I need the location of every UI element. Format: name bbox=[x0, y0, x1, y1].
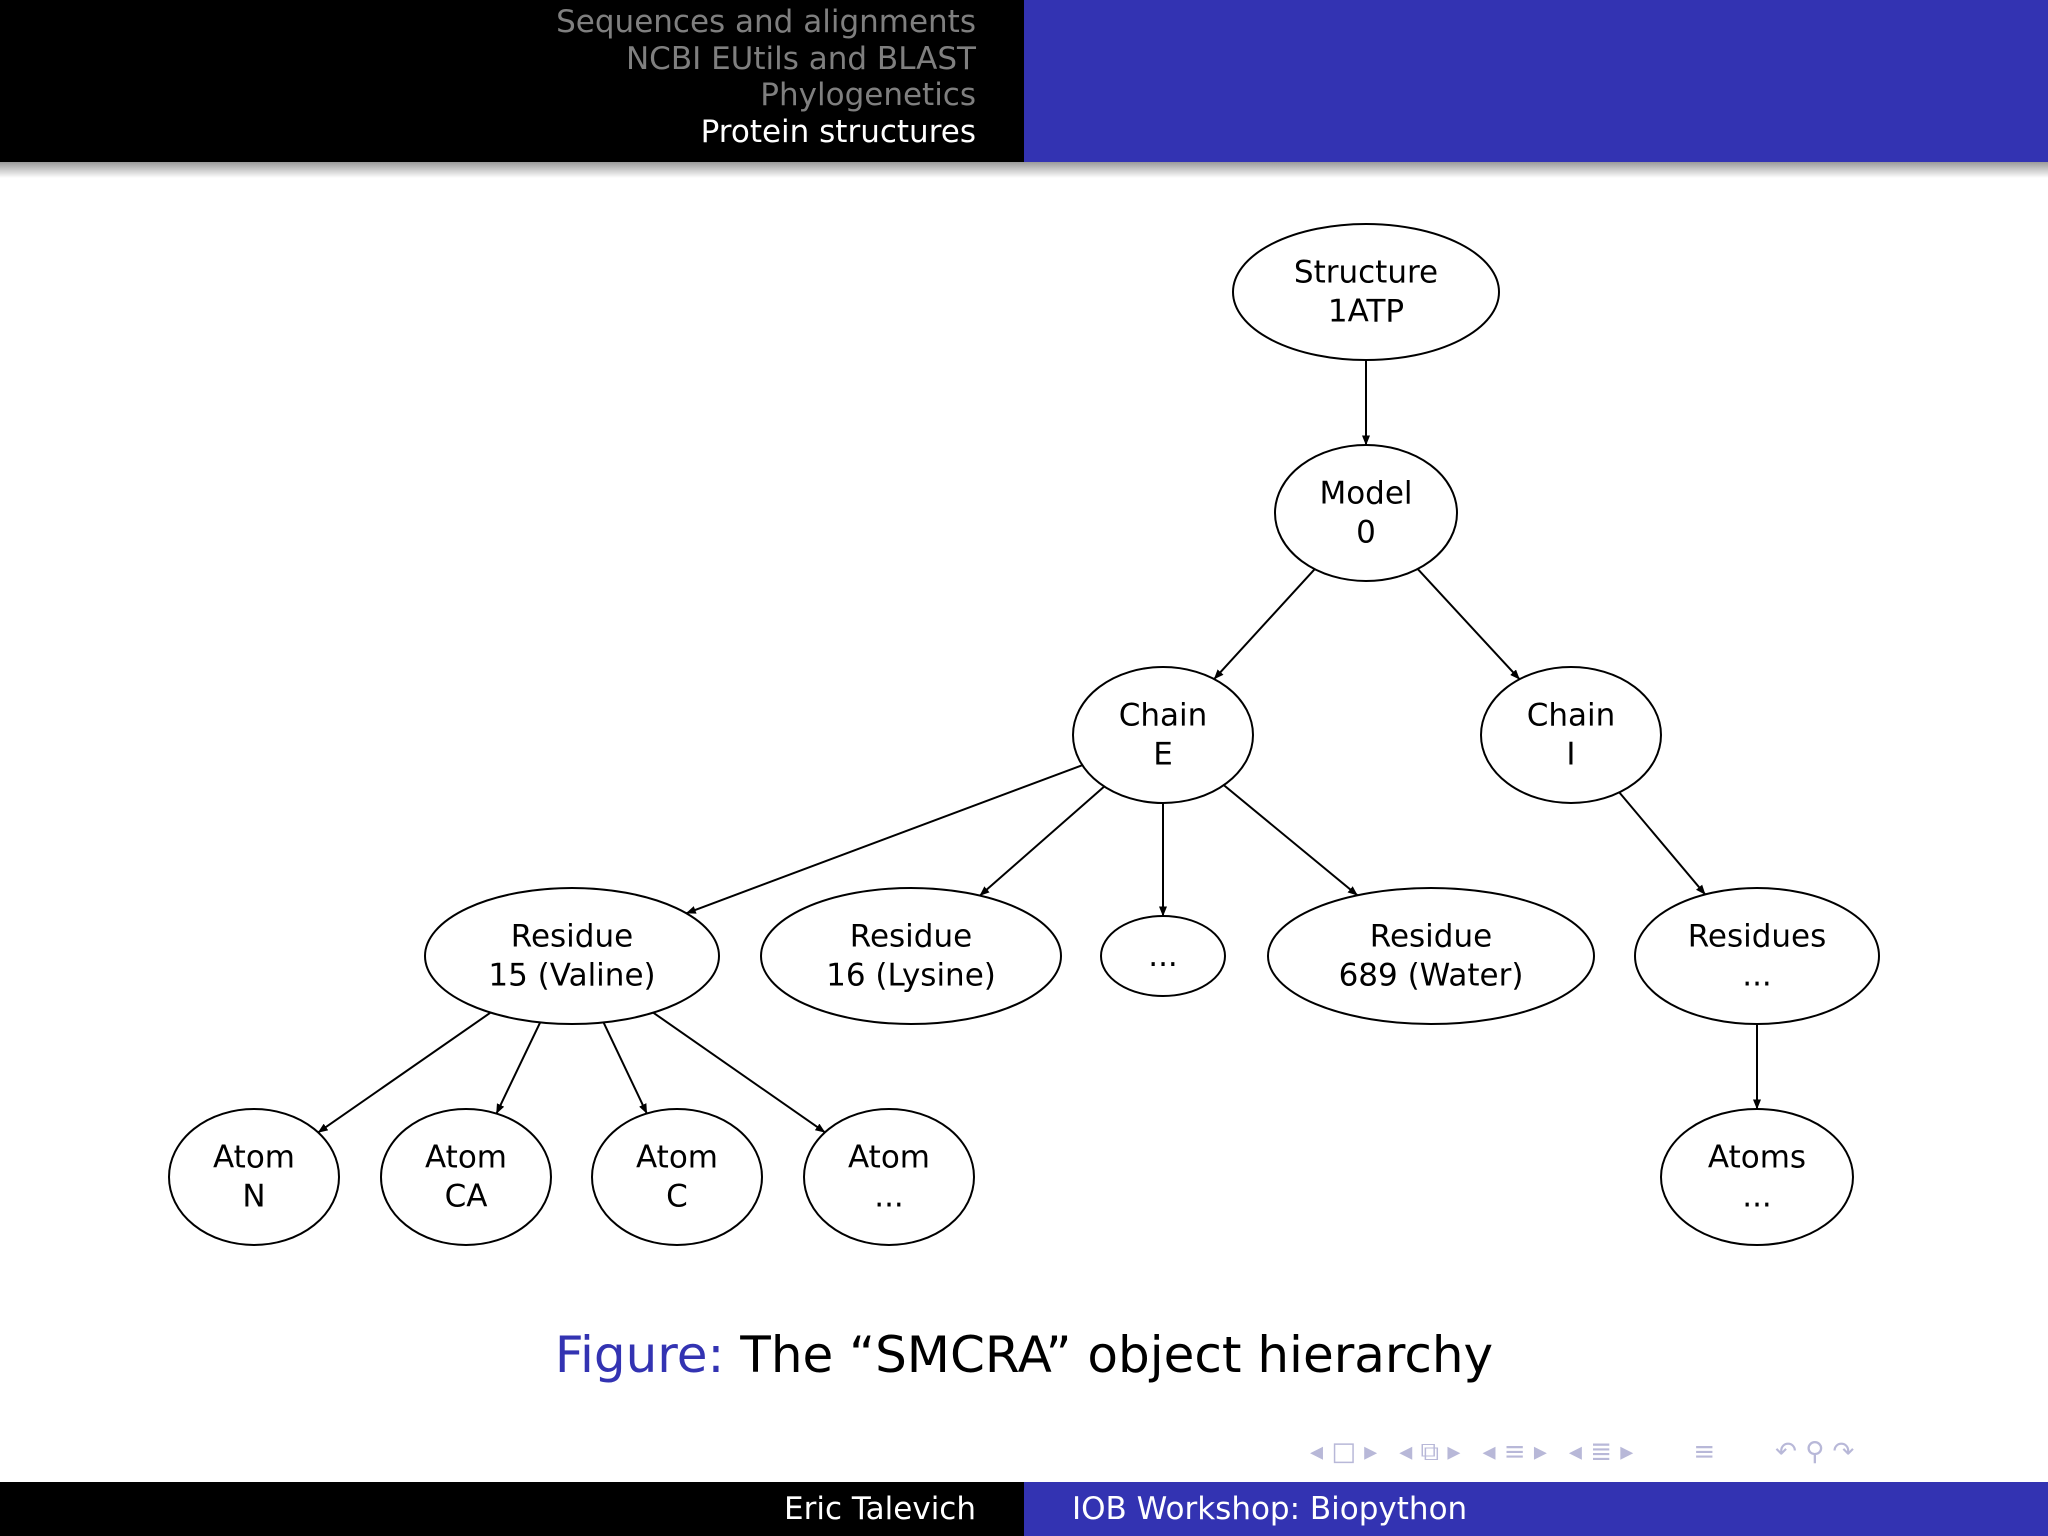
node-label-line: 689 (Water) bbox=[1339, 958, 1524, 994]
caption-text: The “SMCRA” object hierarchy bbox=[740, 1326, 1494, 1384]
node-label-line: Residues bbox=[1688, 919, 1827, 955]
next-slide-icon[interactable]: ▸ bbox=[1620, 1437, 1634, 1467]
prev-frame-icon[interactable]: ◂ bbox=[1310, 1437, 1324, 1467]
node-label-line: Residue bbox=[1370, 919, 1492, 955]
edge-model-to-chain_e bbox=[1213, 568, 1316, 680]
node-ellipse bbox=[1480, 666, 1662, 804]
node-ellipse bbox=[1274, 444, 1458, 582]
node-label-line: Atom bbox=[425, 1140, 507, 1176]
prev-subsection-icon[interactable]: ◂ bbox=[1399, 1437, 1413, 1467]
section-link-phylogenetics[interactable]: Phylogenetics bbox=[760, 77, 976, 113]
node-ellipse bbox=[1634, 887, 1880, 1025]
node-label-line: Model bbox=[1319, 476, 1412, 512]
back-icon[interactable]: ↶ bbox=[1775, 1437, 1797, 1467]
prev-slide-icon[interactable]: ◂ bbox=[1568, 1437, 1582, 1467]
forward-icon[interactable]: ↷ bbox=[1832, 1437, 1855, 1467]
node-label-line: Residue bbox=[850, 919, 972, 955]
node-label-line: Atom bbox=[636, 1140, 718, 1176]
node-ellipse bbox=[760, 887, 1062, 1025]
edge-model-to-chain_i bbox=[1416, 568, 1521, 680]
edge-residue_15-to-atom_ca bbox=[495, 1021, 542, 1114]
node-label-line: ... bbox=[1148, 938, 1178, 974]
node-ellipse bbox=[168, 1108, 340, 1246]
node-atoms: Atoms... bbox=[1660, 1108, 1854, 1246]
next-frame-icon[interactable]: ▸ bbox=[1364, 1437, 1378, 1467]
search-icon[interactable]: ⚲ bbox=[1796, 1437, 1833, 1467]
node-label-line: C bbox=[666, 1179, 688, 1215]
node-ellipse bbox=[1267, 887, 1595, 1025]
node-ellipse bbox=[1660, 1108, 1854, 1246]
edges-layer bbox=[317, 360, 1761, 1134]
node-label-line: ... bbox=[874, 1179, 904, 1215]
node-label-line: Residue bbox=[511, 919, 633, 955]
node-atom-more: Atom... bbox=[803, 1108, 975, 1246]
nodes-layer: Structure1ATPModel0ChainEChainIResidue15… bbox=[168, 223, 1880, 1246]
figure-caption: Figure: The “SMCRA” object hierarchy bbox=[0, 1320, 2048, 1390]
node-label-line: Atom bbox=[848, 1140, 930, 1176]
node-label-line: Atoms bbox=[1708, 1140, 1806, 1176]
section-link-ncbi[interactable]: NCBI EUtils and BLAST bbox=[625, 40, 976, 77]
node-label-line: Structure bbox=[1294, 255, 1438, 291]
footer-title: IOB Workshop: Biopython bbox=[1024, 1482, 2048, 1536]
edge-residue_15-to-atom_more bbox=[652, 1011, 826, 1134]
node-label-line: E bbox=[1153, 737, 1173, 773]
edge-chain_e-to-residue_689 bbox=[1223, 784, 1359, 897]
footer-author: Eric Talevich bbox=[0, 1482, 1024, 1536]
node-ellipse bbox=[803, 1108, 975, 1246]
node-label-line: ... bbox=[1742, 958, 1772, 994]
node-residues: Residues... bbox=[1634, 887, 1880, 1025]
prev-section-icon[interactable]: ◂ bbox=[1482, 1437, 1496, 1467]
frame-icon[interactable]: □ bbox=[1323, 1437, 1365, 1467]
section-navigation: Sequences and alignments NCBI EUtils and… bbox=[0, 0, 1024, 162]
node-label-line: 16 (Lysine) bbox=[826, 958, 996, 994]
node-label-line: N bbox=[242, 1179, 265, 1215]
node-label-line: I bbox=[1566, 737, 1575, 773]
next-section-icon[interactable]: ▸ bbox=[1533, 1437, 1547, 1467]
header-bar: Sequences and alignments NCBI EUtils and… bbox=[0, 0, 2048, 162]
footer-bar: Eric Talevich IOB Workshop: Biopython bbox=[0, 1482, 2048, 1536]
node-label-line: Chain bbox=[1527, 698, 1616, 734]
node-ellipse bbox=[1232, 223, 1500, 361]
node-label-line: ... bbox=[1742, 1179, 1772, 1215]
caption-label: Figure: bbox=[554, 1326, 725, 1384]
section-icon[interactable]: ≡ bbox=[1495, 1437, 1534, 1467]
section-link-sequences[interactable]: Sequences and alignments bbox=[556, 4, 976, 40]
node-ellipse bbox=[1072, 666, 1254, 804]
next-subsection-icon[interactable]: ▸ bbox=[1447, 1437, 1461, 1467]
node-label-line: 1ATP bbox=[1328, 294, 1404, 330]
edge-residue_15-to-atom_c bbox=[602, 1021, 648, 1114]
subsection-icon[interactable]: ⧉ bbox=[1412, 1436, 1448, 1467]
section-link-protein-structures[interactable]: Protein structures bbox=[700, 113, 976, 150]
beamer-navigation: ◂ □ ▸ ◂ ⧉ ▸ ◂ ≡ ▸ ◂ ≣ ▸ ≡ ↶ ⚲ ↷ bbox=[1310, 1432, 1854, 1472]
node-label-line: 15 (Valine) bbox=[488, 958, 655, 994]
edge-residue_15-to-atom_n bbox=[317, 1011, 492, 1134]
node-label-line: 0 bbox=[1356, 515, 1376, 551]
node-label-line: CA bbox=[445, 1179, 488, 1215]
header-accent-panel bbox=[1024, 0, 2048, 162]
node-ellipse bbox=[1100, 915, 1226, 997]
header-shadow bbox=[0, 162, 2048, 178]
appendix-icon[interactable]: ≡ bbox=[1693, 1437, 1716, 1467]
edge-chain_e-to-residue_15 bbox=[685, 764, 1083, 915]
node-label-line: Chain bbox=[1119, 698, 1208, 734]
edge-chain_i-to-residues bbox=[1618, 791, 1706, 896]
node-label-line: Atom bbox=[213, 1140, 295, 1176]
edge-chain_e-to-residue_16 bbox=[979, 785, 1105, 897]
node-ellipse bbox=[591, 1108, 763, 1246]
node-ellipse bbox=[380, 1108, 552, 1246]
node-ellipse bbox=[424, 887, 720, 1025]
node-residue-more: ... bbox=[1100, 915, 1226, 997]
slide-icon[interactable]: ≣ bbox=[1581, 1437, 1621, 1467]
